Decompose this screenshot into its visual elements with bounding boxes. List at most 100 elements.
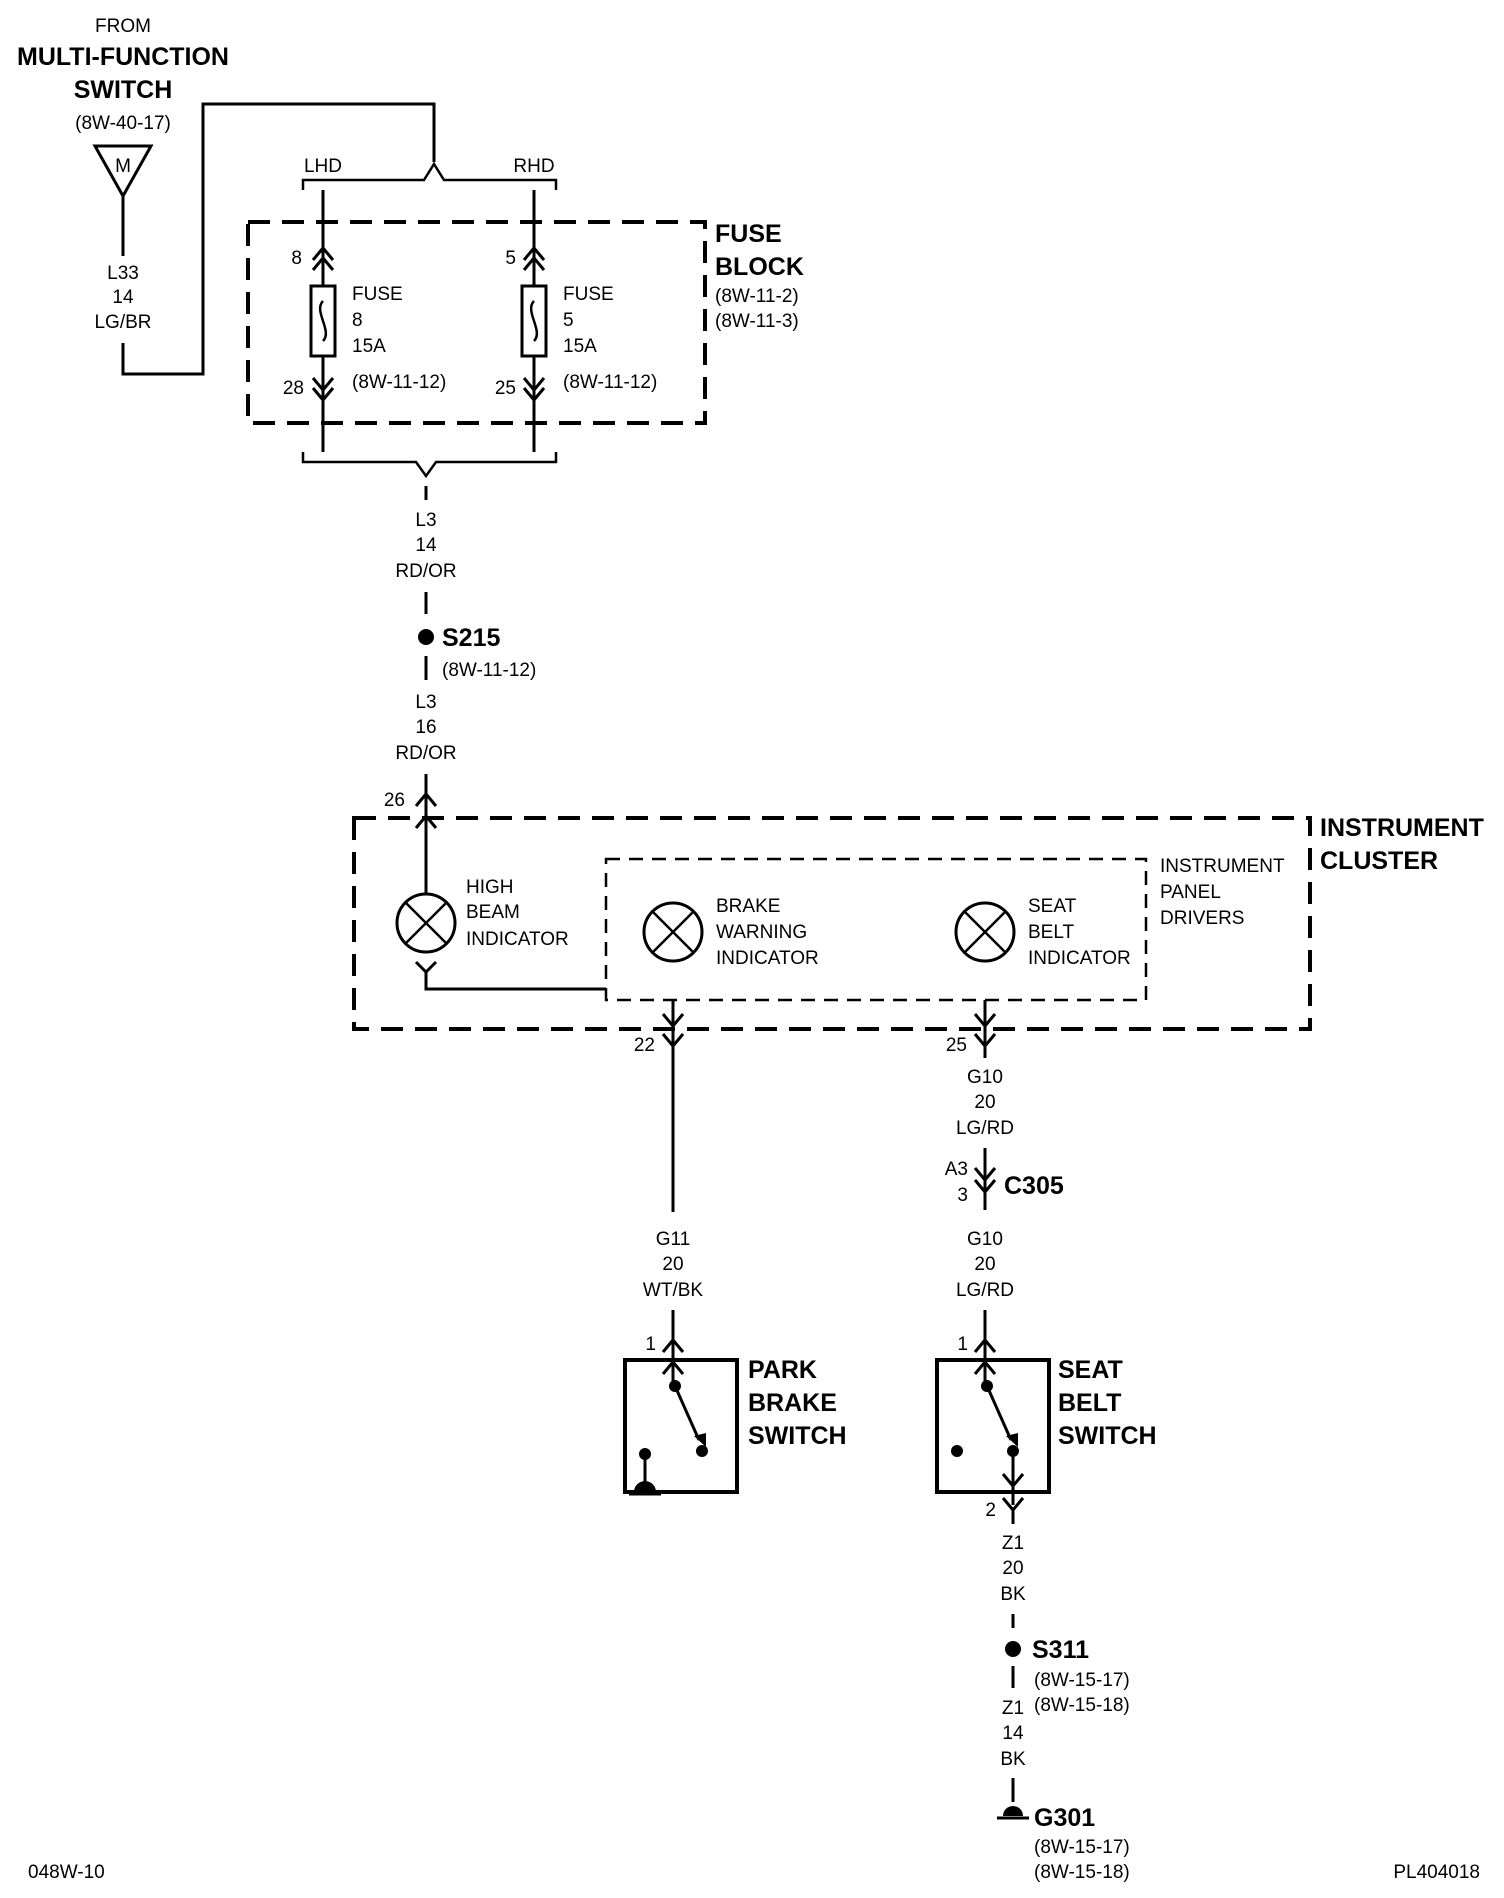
high-beam-label-1: HIGH [466, 877, 514, 898]
fuse-block: FUSE BLOCK (8W-11-2) (8W-11-3) 8 28 FUSE… [246, 190, 804, 452]
wire-l3-16-color: RD/OR [395, 743, 456, 764]
seat-belt-branch: G10 20 LG/RD A3 3 C305 G10 20 LG/RD 1 2 … [935, 1046, 1157, 1883]
ground-g301-ref2: (8W-15-18) [1034, 1862, 1130, 1883]
fuse-block-outline [246, 220, 707, 425]
wire-g10-upper-color: LG/RD [956, 1118, 1014, 1139]
fuse-5-out-pin-chevron-2 [522, 387, 546, 403]
fuse-block-title-line2: BLOCK [715, 253, 804, 281]
source-name-line2: SWITCH [74, 76, 173, 104]
wire-z1-14-gauge: 14 [1002, 1723, 1024, 1744]
wire-l3-14-circuit: L3 [415, 510, 436, 531]
cluster-pin-25: 25 [946, 1035, 967, 1056]
cluster-in-pin: 26 [384, 790, 405, 811]
fuse-5-label: FUSE [563, 284, 614, 305]
wire-l33-circuit: L33 [107, 263, 139, 284]
seat-belt-pin-1-chevron [973, 1337, 997, 1353]
fuse-8-out-pin: 28 [283, 378, 304, 399]
wire-g10-upper-circuit: G10 [967, 1067, 1003, 1088]
splice-s311-dot [1005, 1641, 1021, 1657]
wire-l3-14-gauge: 14 [415, 535, 437, 556]
source-from-label: FROM [95, 16, 151, 37]
fuse-8-in-pin-chevron [311, 245, 335, 261]
c305-chevron-top [973, 1167, 997, 1183]
wire-l33-gauge: 14 [112, 287, 134, 308]
fuse-block-ref1: (8W-11-2) [715, 286, 799, 307]
park-brake-name-2: BRAKE [748, 1389, 837, 1417]
seat-belt-blade [985, 1385, 1013, 1441]
ground-g301-symbol [1003, 1806, 1023, 1816]
splice-s311-ref1: (8W-15-17) [1034, 1670, 1130, 1691]
source-ref: (8W-40-17) [75, 113, 171, 134]
fuse-5-in-pin-chevron [522, 245, 546, 261]
park-brake-contact-open [696, 1445, 708, 1457]
fuse-8-out-pin-chevron [311, 377, 335, 393]
high-beam-lamp-cross-b [405, 902, 447, 944]
fuse-5-element [529, 300, 539, 342]
fuse-5-number: 5 [563, 310, 574, 331]
seat-belt-indicator-lamp [954, 901, 1016, 963]
park-brake-name-3: SWITCH [748, 1422, 847, 1450]
instrument-cluster: INSTRUMENT CLUSTER 26 HIGH BEAM INDICATO… [352, 790, 1484, 1056]
source-name-line1: MULTI-FUNCTION [17, 43, 229, 71]
wire-g10-lower-color: LG/RD [956, 1280, 1014, 1301]
park-brake-pin-1: 1 [645, 1334, 656, 1355]
brake-lamp-cross-b [652, 911, 694, 953]
panel-drivers-label-3: DRIVERS [1160, 908, 1244, 929]
panel-drivers-outline [604, 857, 1148, 1002]
seat-belt-internal-arrow [973, 1359, 997, 1375]
cluster-in-pin-arrow [414, 813, 438, 829]
brake-driver-arrow [661, 1013, 685, 1029]
c305-pin-top: A3 [945, 1159, 968, 1180]
park-brake-name-1: PARK [748, 1356, 817, 1384]
wire-g10-lower-gauge: 20 [974, 1254, 995, 1275]
seat-belt-driver-arrow [973, 1013, 997, 1029]
park-brake-ground-symbol [634, 1481, 656, 1492]
panel-drivers-label-1: INSTRUMENT [1160, 856, 1285, 877]
high-beam-return-chevron [414, 960, 438, 975]
source-connector-triangle [92, 144, 154, 200]
fuse-5-out-pin-chevron [522, 377, 546, 393]
fuse-8-element [318, 300, 328, 342]
ground-g301-ref1: (8W-15-17) [1034, 1837, 1130, 1858]
instrument-cluster-outline [352, 816, 1312, 1031]
fuse-8: 8 28 FUSE 8 15A (8W-11-12) [283, 190, 446, 452]
fuse-block-title-line1: FUSE [715, 220, 782, 248]
splice-s215-name: S215 [442, 624, 500, 652]
harness-option-bracket: LHD RHD [301, 156, 558, 190]
high-beam-indicator-lamp [395, 892, 457, 954]
wire-l33-route [121, 102, 436, 376]
fuse-8-ref: (8W-11-12) [352, 372, 446, 393]
wire-z1-20-color: BK [1000, 1584, 1026, 1605]
fuse-5-rating: 15A [563, 336, 597, 357]
wire-g11-gauge: 20 [662, 1254, 683, 1275]
lhd-label: LHD [304, 156, 342, 177]
wire-g10-lower-circuit: G10 [967, 1229, 1003, 1250]
footer-right-code: PL404018 [1393, 1862, 1480, 1883]
wire-l3-16-gauge: 16 [415, 717, 436, 738]
fuse-8-rating: 15A [352, 336, 386, 357]
wire-l3-14-color: RD/OR [395, 561, 456, 582]
seat-belt-pin-2: 2 [985, 1500, 996, 1521]
fuse-8-label: FUSE [352, 284, 403, 305]
fuse-8-out-pin-chevron-2 [311, 387, 335, 403]
fuse-5-ref: (8W-11-12) [563, 372, 657, 393]
seat-belt-lamp-cross-b [964, 911, 1006, 953]
wire-l33-color: LG/BR [94, 312, 151, 333]
fuse-block-ref2: (8W-11-3) [715, 311, 799, 332]
high-beam-label-2: BEAM [466, 902, 520, 923]
fuse-8-in-pin-chevron-2 [311, 255, 335, 271]
wire-z1-20-circuit: Z1 [1002, 1533, 1024, 1554]
park-brake-branch: G11 20 WT/BK 1 PARK BRAKE SWITCH [623, 1046, 847, 1496]
panel-drivers-label-2: PANEL [1160, 882, 1221, 903]
harness-split-bracket [301, 161, 558, 190]
seat-belt-switch-name-1: SEAT [1058, 1356, 1123, 1384]
c305-pin-bottom: 3 [957, 1185, 968, 1206]
seat-belt-pin-1: 1 [957, 1334, 968, 1355]
seat-belt-switch-name-2: BELT [1058, 1389, 1121, 1417]
brake-warning-label-1: BRAKE [716, 896, 780, 917]
harness-merge-bracket [301, 452, 558, 479]
instrument-cluster-title-line1: INSTRUMENT [1320, 814, 1484, 842]
source-multi-function-switch: FROM MULTI-FUNCTION SWITCH (8W-40-17) M … [17, 16, 436, 376]
fuse-8-number: 8 [352, 310, 363, 331]
